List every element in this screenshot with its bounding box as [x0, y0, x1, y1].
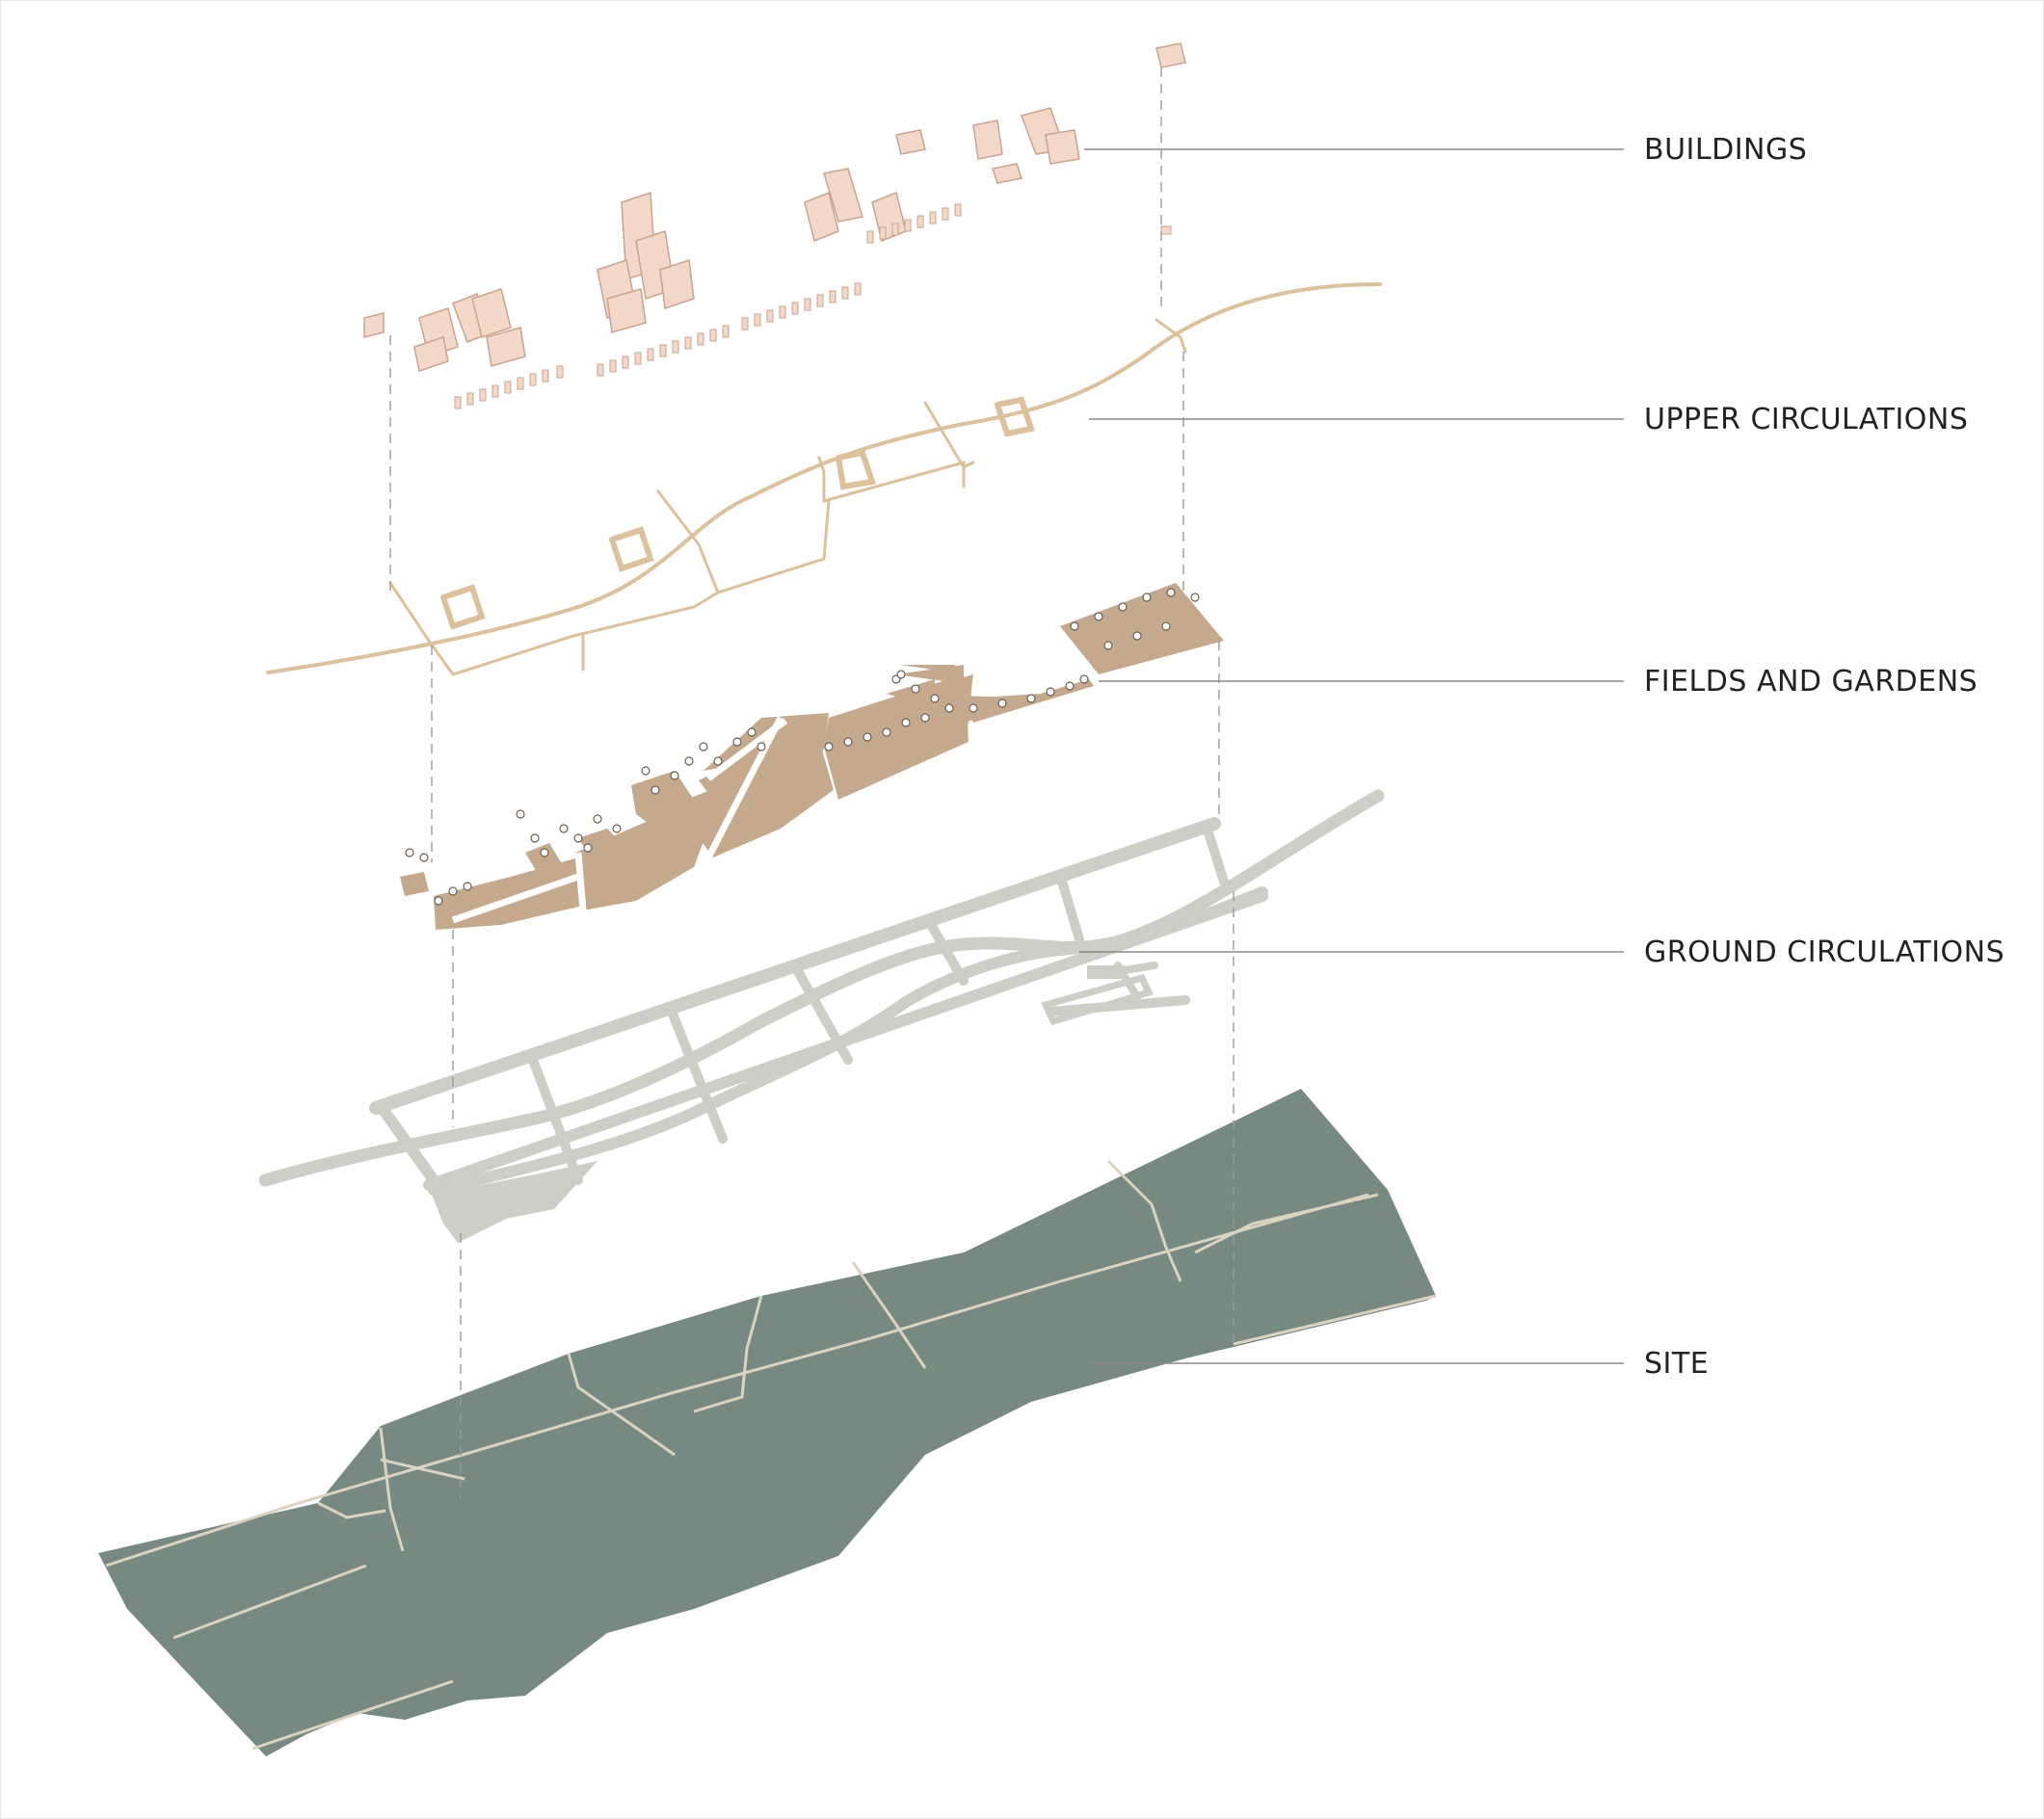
building-cluster-1 — [364, 289, 525, 371]
fields-and-gardens-label: FIELDS AND GARDENS — [1644, 665, 1978, 699]
site-terrain — [98, 1089, 1436, 1756]
building-cluster-4 — [973, 43, 1185, 183]
building-cluster-2 — [597, 193, 694, 332]
site-layer — [98, 1089, 1436, 1756]
fields-and-gardens-layer — [400, 583, 1224, 930]
buildings-label: BUILDINGS — [1644, 133, 1807, 167]
site-label: SITE — [1644, 1347, 1709, 1381]
ground-circulations-label: GROUND CIRCULATIONS — [1644, 936, 2004, 969]
ground-roads — [265, 796, 1378, 1190]
ground-pavilion — [1087, 965, 1126, 979]
buildings-layer — [364, 43, 1185, 409]
field-plots — [400, 583, 1224, 930]
upper-circulations-label: UPPER CIRCULATIONS — [1644, 403, 1968, 436]
